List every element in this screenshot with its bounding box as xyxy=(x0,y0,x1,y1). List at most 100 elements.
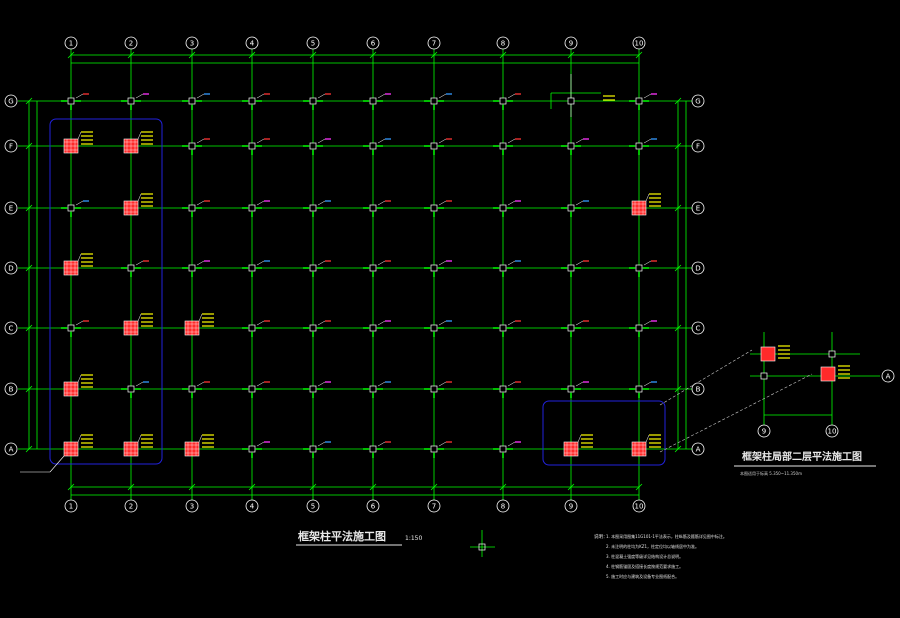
axis-bubble xyxy=(4,442,18,456)
column-box xyxy=(127,385,135,393)
axis-label: 4 xyxy=(250,40,255,48)
column-box xyxy=(567,324,575,332)
column-box xyxy=(430,142,438,150)
annotation-leader xyxy=(77,434,82,443)
axis-bubble xyxy=(4,139,18,153)
annotation-leader xyxy=(256,320,265,326)
annotation-leader xyxy=(135,93,144,99)
column-group-outline xyxy=(49,118,163,465)
annotation-leader xyxy=(438,260,447,266)
axis-bubble xyxy=(564,499,578,513)
callout-leader xyxy=(49,455,65,473)
column-box xyxy=(369,385,377,393)
annotation-leader xyxy=(575,138,584,144)
column-group-outline xyxy=(542,400,666,466)
column-section-detailed xyxy=(820,366,836,382)
annotation-leader xyxy=(643,260,652,266)
detail-plan-title: 框架柱局部二层平法施工图 xyxy=(742,450,862,463)
annotation-leader xyxy=(196,93,205,99)
column-box xyxy=(499,97,507,105)
annotation-leader xyxy=(438,320,447,326)
column-box xyxy=(309,385,317,393)
column-box xyxy=(248,385,256,393)
column-box xyxy=(567,97,575,105)
axis-bubble xyxy=(881,369,895,383)
column-box xyxy=(369,204,377,212)
axis-label: G xyxy=(8,98,13,106)
detail-reference-line xyxy=(659,373,813,453)
column-box xyxy=(309,264,317,272)
annotation-leader xyxy=(317,138,326,144)
detail-reference-line xyxy=(659,349,753,406)
axis-label: 7 xyxy=(432,40,436,48)
annotation-leader xyxy=(438,200,447,206)
column-box xyxy=(635,385,643,393)
axis-label: F xyxy=(696,143,700,151)
annotation-leader xyxy=(377,441,386,447)
column-box xyxy=(67,324,75,332)
annotation-leader xyxy=(575,320,584,326)
axis-label: D xyxy=(695,265,700,273)
annotation-leader xyxy=(75,93,84,99)
detail-plan-subtitle: 本图适用于标高 5.350~11.350m xyxy=(740,470,802,476)
axis-bubble xyxy=(245,499,259,513)
annotation-leader xyxy=(643,381,652,387)
annotation-leader xyxy=(377,138,386,144)
annotation-leader xyxy=(317,320,326,326)
column-box xyxy=(430,204,438,212)
notes-line: 4. 柱钢筋锚固及搭接长度按规范要求施工。 xyxy=(606,563,683,569)
axis-bubble xyxy=(124,36,138,50)
axis-label: 2 xyxy=(129,40,133,48)
axis-label: G xyxy=(695,98,700,106)
axis-bubble xyxy=(691,94,705,108)
axis-bubble xyxy=(427,499,441,513)
column-box xyxy=(499,385,507,393)
column-box xyxy=(369,142,377,150)
axis-label: 1 xyxy=(69,40,73,48)
annotation-leader xyxy=(377,200,386,206)
column-box xyxy=(67,204,75,212)
column-box xyxy=(635,264,643,272)
axis-bubble xyxy=(4,94,18,108)
annotation-leader xyxy=(137,193,142,202)
axis-label: 3 xyxy=(190,503,194,511)
axis-label: B xyxy=(9,386,14,394)
annotation-leader xyxy=(643,93,652,99)
annotation-leader xyxy=(198,313,203,322)
column-box xyxy=(188,142,196,150)
column-box xyxy=(567,142,575,150)
axis-bubble xyxy=(691,382,705,396)
annotation-leader xyxy=(377,320,386,326)
annotation-leader xyxy=(137,131,142,140)
axis-label: E xyxy=(696,205,700,213)
notes-line: 5. 施工时应与建筑及设备专业图纸配合。 xyxy=(606,573,679,579)
annotation-leader xyxy=(75,200,84,206)
column-section-detailed xyxy=(760,346,776,362)
column-box xyxy=(430,324,438,332)
notes-line: 1. 本图采用图集11G101-1平法表示，柱纵筋及箍筋详见图中标注。 xyxy=(606,533,727,539)
annotation-leader xyxy=(317,200,326,206)
annotation-leader xyxy=(575,200,584,206)
annotation-leader xyxy=(77,253,82,262)
annotation-leader xyxy=(507,381,516,387)
axis-label: 8 xyxy=(501,503,505,511)
annotation-leader xyxy=(196,138,205,144)
axis-bubble xyxy=(64,499,78,513)
main-plan-scale: 1:150 xyxy=(405,535,422,542)
axis-label: 7 xyxy=(432,503,436,511)
column-box xyxy=(567,385,575,393)
axis-label: B xyxy=(696,386,701,394)
axis-bubble xyxy=(245,36,259,50)
annotation-leader xyxy=(196,381,205,387)
axis-bubble xyxy=(691,321,705,335)
axis-label: 3 xyxy=(190,40,194,48)
axis-bubble xyxy=(366,499,380,513)
axis-label: 9 xyxy=(762,428,766,436)
axis-bubble xyxy=(306,36,320,50)
column-box xyxy=(760,372,768,380)
annotation-leader xyxy=(507,320,516,326)
axis-bubble xyxy=(366,36,380,50)
annotation-leader xyxy=(317,381,326,387)
column-box xyxy=(248,142,256,150)
annotation-leader xyxy=(256,200,265,206)
